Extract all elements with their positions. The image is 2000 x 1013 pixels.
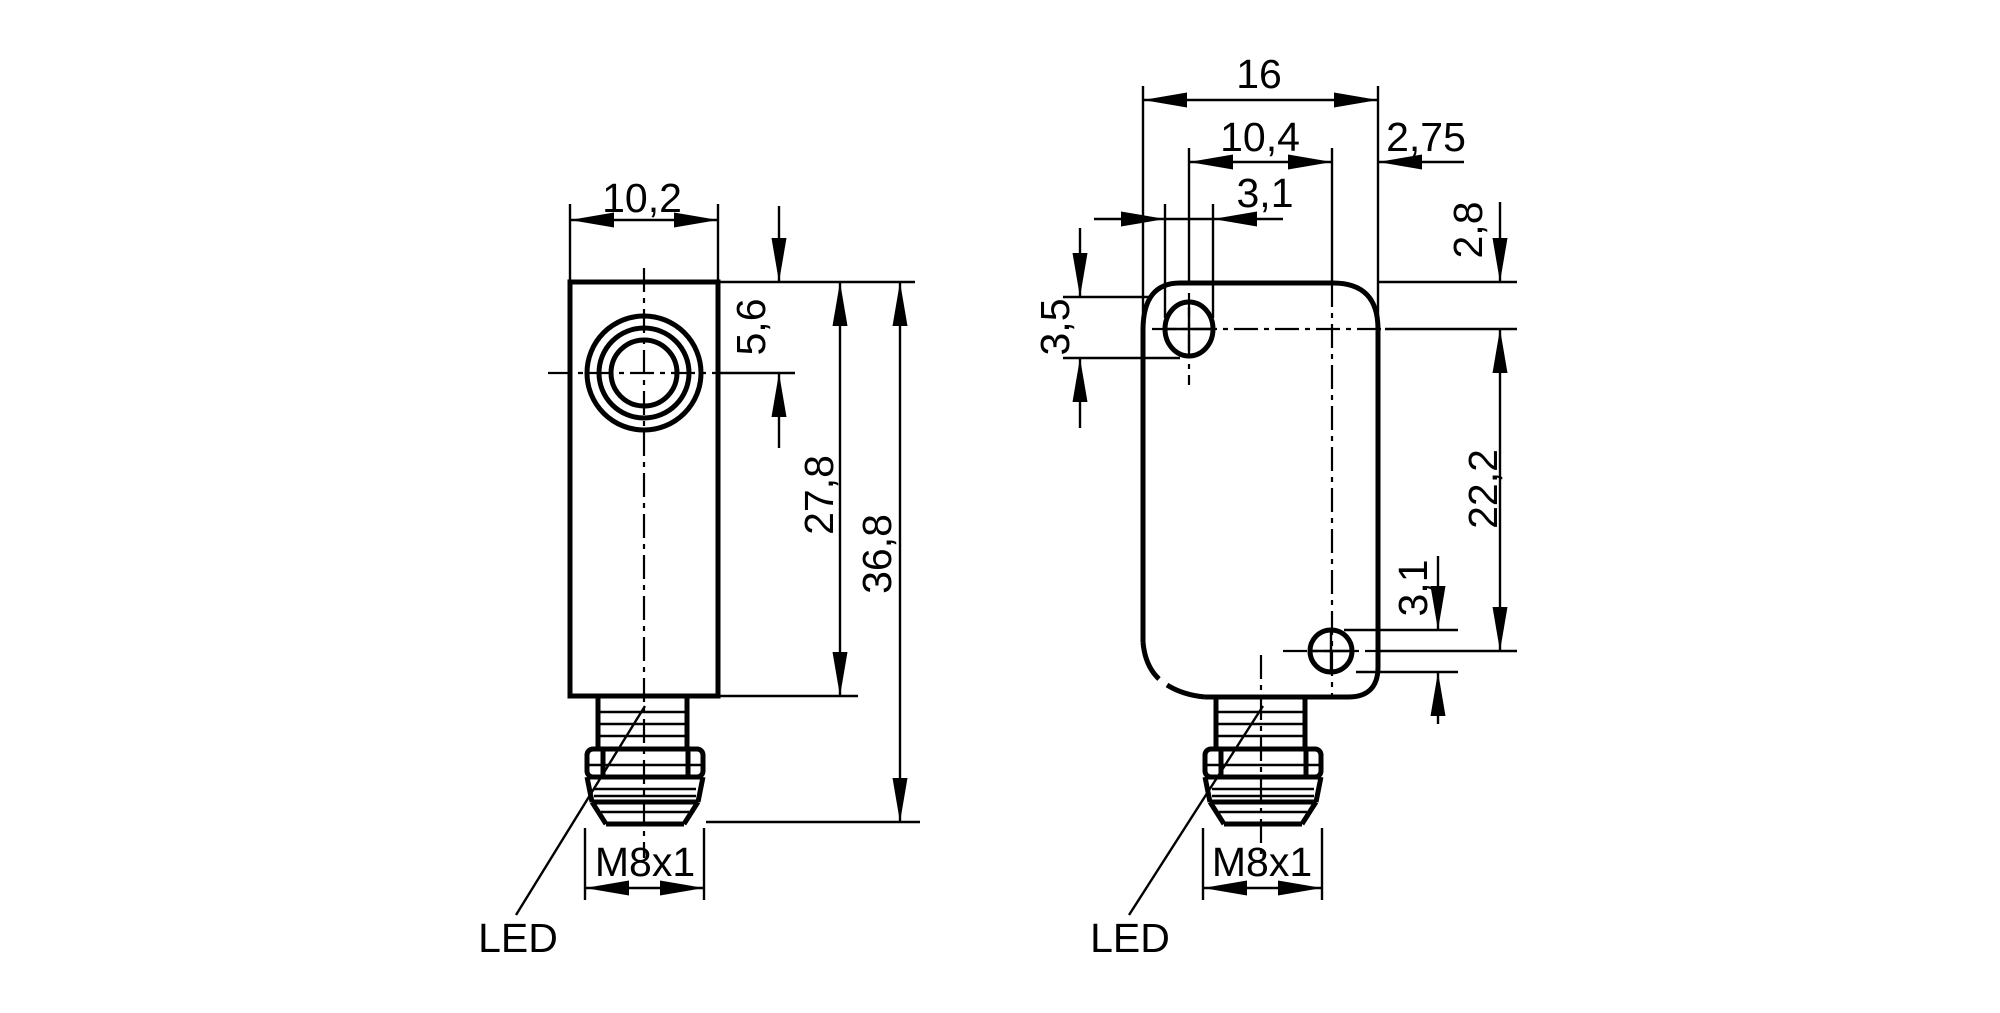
- side-connector-thread-lines: [1207, 763, 1319, 814]
- front-connector-thread-lines: [589, 763, 701, 814]
- dim-side-depth-label: 16: [1236, 51, 1282, 97]
- dim-slot-width: 3,1: [1094, 170, 1294, 318]
- dim-slot-width-arrows: [1121, 211, 1257, 227]
- side-led-callout: LED: [1090, 705, 1265, 961]
- dim-slot-from-top: 2,8: [1445, 202, 1508, 282]
- dim-slot-from-top-label: 2,8: [1445, 202, 1491, 259]
- side-connector-neck: [1213, 696, 1308, 747]
- dim-hole-span-y: 22,2: [1460, 329, 1508, 651]
- dim-front-thread-label: M8x1: [595, 839, 695, 885]
- dim-hole-span-x: 10,4: [1187, 114, 1334, 283]
- side-led-leader-line: [1127, 705, 1265, 916]
- dim-front-body-length-label: 27,8: [796, 455, 842, 535]
- side-view: 16 10,4 2,75 3,1 3,5: [1032, 51, 1517, 961]
- side-body-outline: [1140, 280, 1381, 700]
- dim-front-face-offset: 5,6: [718, 206, 795, 448]
- dim-hole-diameter-label: 3,1: [1390, 560, 1436, 617]
- dim-front-thread-arrows: [585, 880, 704, 896]
- dim-slot-width-label: 3,1: [1237, 170, 1294, 216]
- side-led-label: LED: [1090, 915, 1170, 961]
- side-body-corner-piece-upper: [1140, 641, 1161, 681]
- dim-slot-height: 3,5: [1032, 228, 1180, 428]
- front-led-label: LED: [478, 915, 558, 961]
- side-body-corner-piece-lower: [1165, 682, 1206, 700]
- front-connector-neck-thread-lines: [600, 710, 685, 738]
- dim-front-body-length-arrows: [832, 282, 848, 696]
- dim-hole-span-x-arrows: [1189, 154, 1332, 170]
- side-connector-body: [1202, 774, 1324, 827]
- dim-front-face-offset-arrows: [771, 238, 787, 417]
- dim-front-thread: M8x1: [583, 828, 706, 900]
- front-led-callout: LED: [478, 705, 647, 961]
- dim-front-total-length-label: 36,8: [854, 514, 900, 594]
- dim-hole-diameter-arrows: [1430, 586, 1446, 716]
- front-led-leader-line: [514, 705, 647, 916]
- dim-hole-to-edge-label: 2,75: [1386, 114, 1466, 160]
- dim-side-thread-arrows: [1203, 880, 1322, 896]
- dim-hole-to-edge: 2,75: [1378, 114, 1466, 170]
- dim-front-body-length-lines: [718, 282, 858, 698]
- dim-hole-diameter: 3,1: [1344, 556, 1458, 724]
- dim-slot-height-arrows: [1072, 253, 1088, 402]
- dim-front-face-offset-label: 5,6: [728, 299, 774, 356]
- dim-hole-span-y-label: 22,2: [1460, 449, 1506, 529]
- dim-slot-from-top-arrow: [1492, 238, 1508, 282]
- front-connector-neck: [595, 696, 690, 747]
- front-view: 10,2 5,6 27,8 36,8 M8x1: [478, 175, 920, 961]
- dim-slot-height-label: 3,5: [1032, 299, 1078, 356]
- dim-side-thread: M8x1: [1201, 828, 1324, 900]
- dim-hole-span-x-label: 10,4: [1220, 114, 1300, 160]
- dim-hole-diameter-lines: [1344, 556, 1458, 724]
- front-connector-body: [584, 774, 706, 827]
- dim-front-body-length: 27,8: [718, 282, 858, 698]
- dim-front-total-length-lines: [706, 282, 920, 824]
- dim-hole-to-edge-arrow: [1378, 154, 1422, 170]
- side-hole-center-extension-lines: [1380, 327, 1517, 653]
- dim-slot-height-lines: [1063, 228, 1180, 428]
- dim-front-total-length: 36,8: [706, 282, 920, 824]
- dim-front-width-label: 10,2: [602, 175, 682, 221]
- dim-side-thread-label: M8x1: [1212, 839, 1312, 885]
- dim-side-depth: 16: [1141, 51, 1380, 330]
- dim-front-width-arrows: [570, 212, 718, 228]
- dim-front-width: 10,2: [568, 175, 720, 280]
